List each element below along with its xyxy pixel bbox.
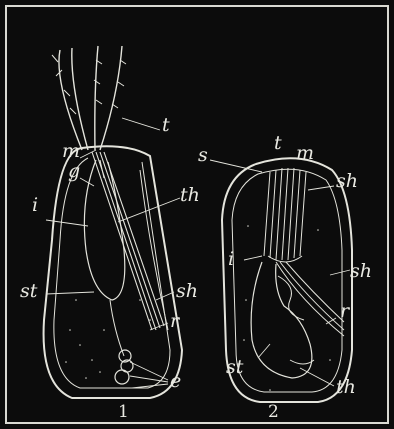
fig1-tentacles bbox=[52, 46, 126, 150]
fig2-number: 2 bbox=[268, 404, 279, 421]
fig2-label-sh-top: sh bbox=[336, 172, 358, 191]
figure-1 bbox=[44, 46, 182, 398]
fig1-label-t: t bbox=[162, 116, 170, 135]
fig2-label-t: t bbox=[274, 134, 282, 153]
fig2-tentacle-sheath bbox=[264, 168, 306, 262]
fig1-egg-3 bbox=[115, 370, 129, 384]
fig2-label-i: i bbox=[228, 250, 234, 269]
fig2-label-sh-side: sh bbox=[350, 262, 372, 281]
fig1-label-m: m bbox=[62, 142, 80, 161]
fig2-label-st: st bbox=[226, 358, 243, 377]
fig2-retractor-strands bbox=[276, 262, 344, 336]
fig1-label-i: i bbox=[32, 196, 38, 215]
fig1-inner-wall bbox=[54, 158, 170, 388]
fig1-label-th: th bbox=[180, 186, 200, 205]
fig2-label-th: th bbox=[336, 378, 356, 397]
fig2-label-r: r bbox=[340, 302, 349, 321]
fig2-label-m: m bbox=[296, 144, 314, 163]
fig1-label-e: e bbox=[170, 372, 181, 391]
fig1-label-st: st bbox=[20, 282, 37, 301]
fig1-stipple bbox=[65, 299, 151, 379]
fig2-inner-wall bbox=[232, 169, 342, 392]
plate-border bbox=[6, 6, 388, 423]
fig1-number: 1 bbox=[118, 404, 129, 421]
fig1-label-g: g bbox=[68, 162, 80, 181]
fig1-label-r: r bbox=[170, 312, 179, 331]
fig2-label-s: s bbox=[198, 146, 208, 165]
fig1-label-sh: sh bbox=[176, 282, 198, 301]
